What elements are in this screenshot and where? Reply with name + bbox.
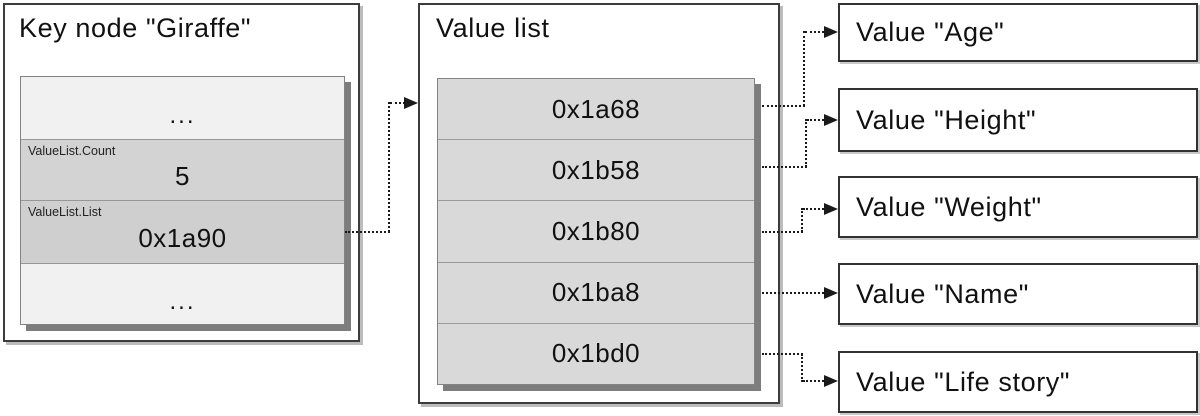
entry-address: 0x1bd0	[551, 338, 641, 369]
arrowhead-icon	[824, 287, 838, 299]
connector-name-segment	[762, 292, 824, 294]
connector-keynode-segment	[345, 231, 390, 233]
ellipsis-value: ...	[169, 287, 196, 315]
value-list-title: Value list	[436, 13, 550, 43]
row-label: ValueList.Count	[28, 143, 116, 158]
arrowhead-icon	[824, 114, 838, 126]
row-value: 0x1a90	[138, 223, 227, 254]
value-node-label: Value "Age"	[856, 17, 1005, 47]
connector-height-segment	[805, 119, 807, 167]
value-list-entry: 0x1ba8	[438, 261, 754, 323]
connector-lifestory-segment	[803, 380, 824, 382]
value-node-label: Value "Name"	[856, 278, 1029, 309]
key-node-box: Key node "Giraffe" ... ValueList.Count 5…	[3, 3, 360, 342]
connector-height-segment	[807, 119, 824, 121]
arrowhead-icon	[824, 375, 838, 387]
value-node-label: Value "Weight"	[856, 191, 1042, 222]
value-list-entry: 0x1b58	[438, 139, 754, 201]
arrowhead-icon	[404, 97, 418, 109]
table-row-ellipsis-top: ...	[21, 77, 344, 139]
value-node-weight: Value "Weight"	[838, 176, 1198, 238]
value-node-age: Value "Age"	[838, 3, 1198, 62]
value-node-label: Value "Height"	[856, 104, 1037, 135]
connector-height-segment	[762, 166, 807, 168]
connector-weight-segment	[803, 208, 824, 210]
entry-address: 0x1b80	[551, 216, 641, 246]
key-node-table: ... ValueList.Count 5 ValueList.List 0x1…	[20, 76, 345, 325]
connector-keynode-segment	[390, 102, 405, 104]
entry-address: 0x1b58	[551, 154, 641, 185]
value-list-entry: 0x1a68	[438, 79, 754, 140]
value-node-height: Value "Height"	[838, 88, 1198, 152]
key-node-title: Key node "Giraffe"	[19, 13, 252, 43]
row-label: ValueList.List	[28, 205, 102, 219]
connector-lifestory-segment	[762, 353, 803, 355]
ellipsis-value: ...	[169, 101, 196, 129]
value-node-life-story: Value "Life story"	[838, 351, 1198, 413]
value-list-entry: 0x1bd0	[438, 322, 754, 385]
connector-age-segment	[803, 31, 805, 106]
table-row-valuelist-list: ValueList.List 0x1a90	[21, 200, 344, 263]
connector-keynode-segment	[388, 102, 390, 232]
value-list-table: 0x1a68 0x1b58 0x1b80 0x1ba8 0x1bd0	[437, 78, 755, 385]
arrowhead-icon	[824, 26, 838, 38]
value-list-box: Value list 0x1a68 0x1b58 0x1b80 0x1ba8 0…	[418, 3, 780, 404]
connector-weight-segment	[801, 208, 803, 232]
row-value: 5	[175, 161, 190, 192]
connector-age-segment	[762, 105, 805, 107]
table-row-ellipsis-bottom: ...	[21, 262, 344, 324]
connector-age-segment	[805, 31, 824, 33]
arrowhead-icon	[824, 203, 838, 215]
value-list-entry: 0x1b80	[438, 200, 754, 262]
table-row-valuelist-count: ValueList.Count 5	[21, 138, 344, 200]
connector-weight-segment	[762, 231, 803, 233]
value-node-name: Value "Name"	[838, 263, 1198, 325]
value-node-label: Value "Life story"	[856, 366, 1071, 397]
entry-address: 0x1ba8	[551, 277, 641, 308]
connector-lifestory-segment	[801, 354, 803, 382]
entry-address: 0x1a68	[551, 93, 641, 124]
